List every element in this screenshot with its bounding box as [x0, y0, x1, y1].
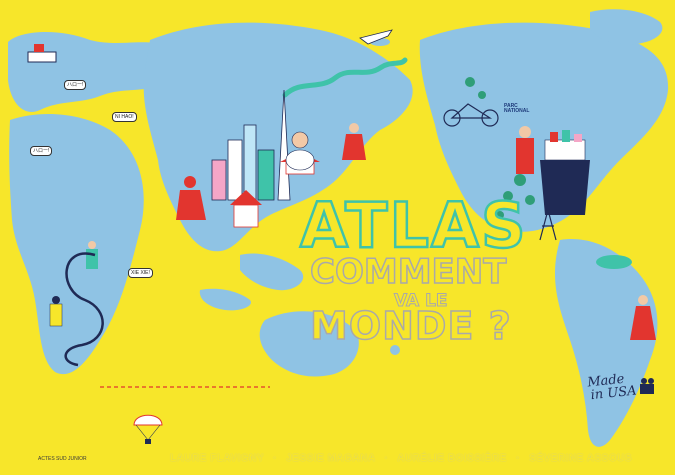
- cover-subtitle-line2: VA LE: [394, 291, 449, 311]
- snake-icon: [64, 252, 104, 367]
- south-america-land: [554, 239, 658, 447]
- speech-bubble: ハロー!: [64, 80, 87, 90]
- publisher-name: ACTES SUD JUNIOR: [38, 456, 87, 462]
- author-separator: ·: [273, 453, 277, 464]
- parachute-icon: [133, 414, 163, 426]
- boat-hull: [27, 51, 57, 63]
- city-skyline-illustration: [211, 89, 320, 228]
- airplane-icon: [359, 29, 393, 45]
- land-masses: [8, 9, 669, 447]
- author-name: AURÉLIE BOISSIÈRE: [397, 453, 507, 464]
- sea-islands-land: [240, 253, 304, 291]
- author-separator: ·: [384, 453, 389, 464]
- park-sign: PARC NATIONAL: [504, 103, 530, 114]
- people-illustrations: [49, 123, 656, 340]
- africa-land: [9, 114, 144, 375]
- trees-illustration: [465, 77, 535, 219]
- author-name: LAURE FLAVIGNY: [170, 453, 264, 464]
- australia-land: [259, 311, 359, 377]
- island-small-1: [209, 129, 221, 141]
- author-name: JESSIE MAGANA: [286, 453, 376, 464]
- speech-bubble: ハロー!: [30, 146, 53, 156]
- boat-cabin: [34, 44, 44, 52]
- author-list: LAURE FLAVIGNY · JESSIE MAGANA · AURÉLIE…: [170, 453, 640, 464]
- author-separator: ·: [516, 453, 520, 464]
- made-in-usa-label: Made in USA: [587, 372, 638, 404]
- north-america-land: [419, 22, 669, 232]
- bicycle-icon: [443, 103, 499, 127]
- speech-bubble: NI HAO!: [112, 112, 137, 122]
- pylon-icon: [539, 207, 557, 241]
- cover-subtitle-line1: COMMENT: [309, 252, 507, 292]
- cover-subtitle-line3: MONDE ?: [309, 304, 512, 348]
- leopard-icon: [596, 255, 632, 269]
- asia-land: [143, 22, 413, 252]
- greenland-land: [590, 9, 663, 45]
- cover-title: ATLAS: [299, 189, 528, 262]
- cover-title-block: ATLAS COMMENT VA LE MONDE ?: [299, 189, 600, 355]
- dragon-icon: [282, 57, 408, 98]
- camera-icon: [640, 384, 654, 394]
- indonesia-land: [199, 288, 251, 311]
- japan-land: [295, 58, 336, 101]
- author-name: SÉVERINE ASSOUS: [529, 453, 632, 464]
- pagoda-roof-icon: [230, 190, 262, 205]
- speech-bubble: XIE XIE!: [128, 268, 153, 278]
- sea-illustrations: [27, 29, 408, 444]
- island-small-2: [390, 345, 400, 355]
- trash-can-illustration: [540, 130, 590, 215]
